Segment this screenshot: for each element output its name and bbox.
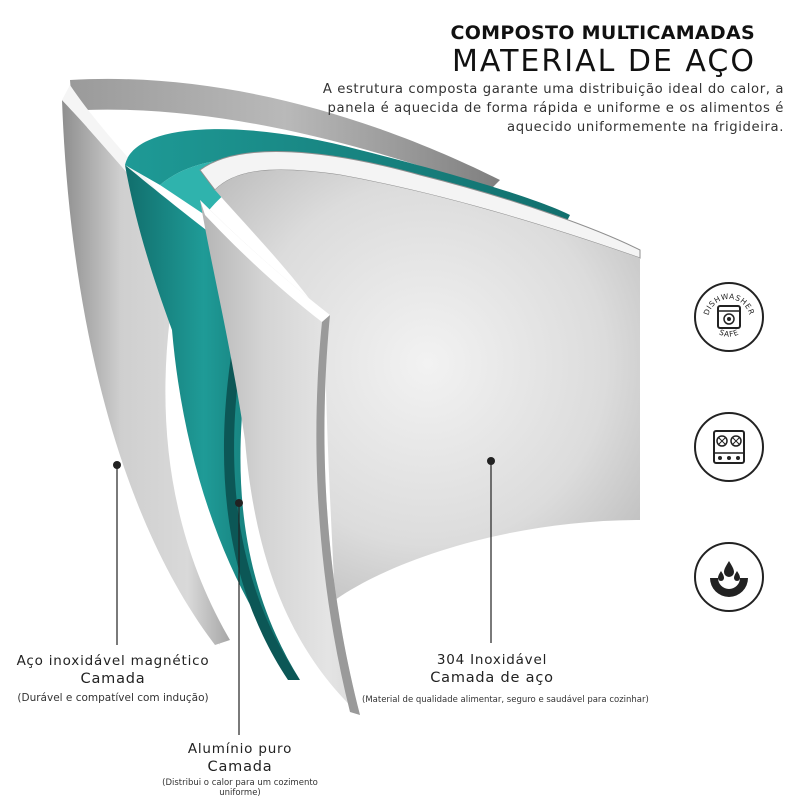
aluminum-layer-subtitle: Camada [207,759,273,775]
caption-steel304-layer: 304 Inoxidável Camada de aço (Material d… [362,651,649,706]
callout-magnetic [113,461,121,645]
svg-text:DISHWASHER: DISHWASHER [702,292,757,317]
steel304-layer-title: 304 Inoxidável [436,652,548,668]
intro-description: A estrutura composta garante uma distrib… [322,82,784,135]
aluminum-layer-top [125,129,570,225]
inner-steel-layer-rim [199,151,641,259]
magnetic-layer-note: (Durável e compatível com indução) [17,692,209,704]
aluminum-layer-title: Alumínio puro [187,741,293,757]
stove-icon [713,430,745,464]
callout-aluminum [235,499,243,735]
svg-text:SAFE: SAFE [718,328,740,339]
heading-bold: COMPOSTO MULTICAMADAS [450,22,755,44]
caption-magnetic-layer: Aço inoxidável magnético Camada (Durável… [0,652,226,704]
outer-steel-face [62,100,230,645]
dishwasher-safe-badge: DISHWASHER SAFE [694,282,764,352]
steel304-layer-subtitle: Camada de aço [430,670,554,686]
aluminum-layer-note: (Distribui o calor para um cozimento uni… [162,778,318,798]
inner-steel-layer-face [215,170,640,600]
caption-aluminum-layer: Alumínio puro Camada (Distribui o calor … [150,740,330,798]
magnetic-layer-subtitle: Camada [80,671,146,687]
water-drops-icon [710,561,748,597]
easy-clean-badge [694,542,764,612]
stove-compatible-badge [694,412,764,482]
heading-light: MATERIAL DE AÇO [452,44,756,79]
inner-steel-layer-wall [200,200,360,715]
callout-steel304 [487,457,495,643]
magnetic-layer-title: Aço inoxidável magnético [16,653,210,669]
steel304-layer-note: (Material de qualidade alimentar, seguro… [362,695,649,705]
dishwasher-icon: DISHWASHER SAFE [702,292,757,339]
